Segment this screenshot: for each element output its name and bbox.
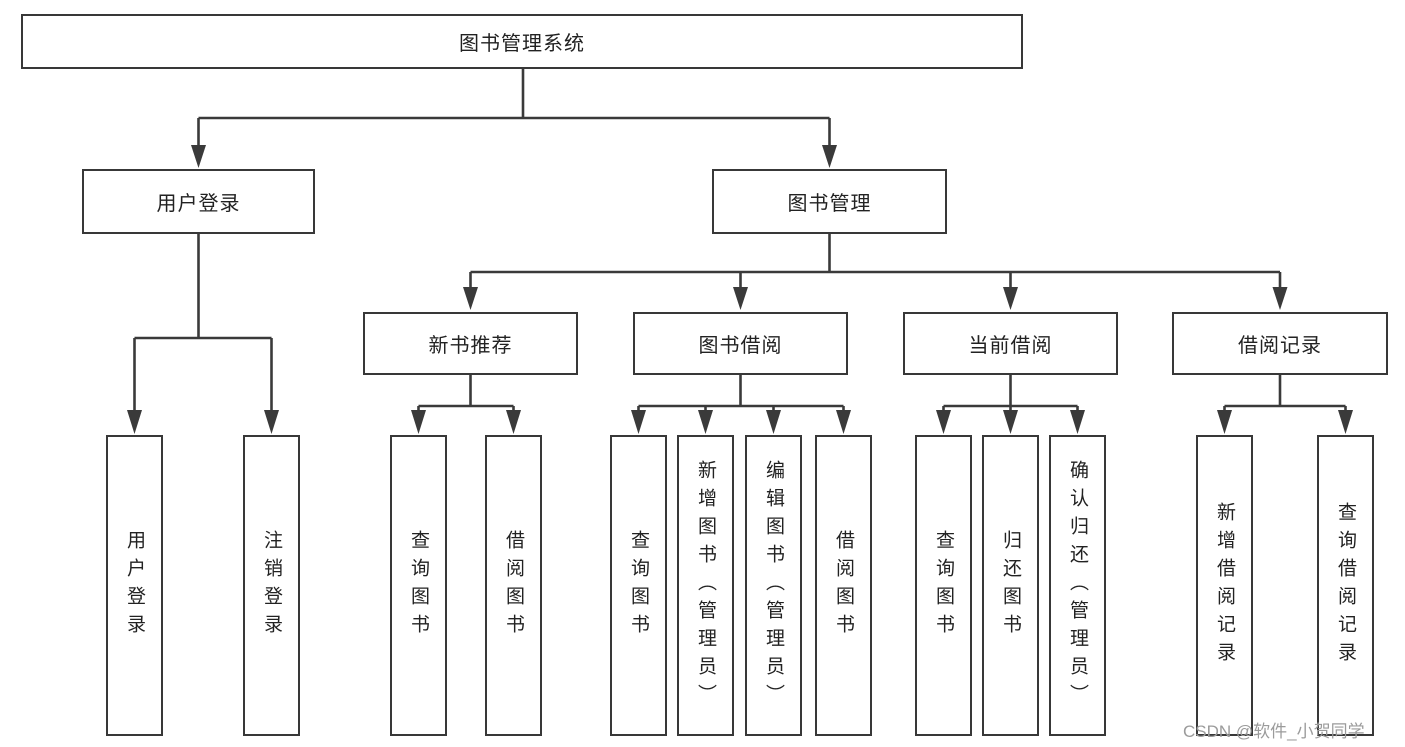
leaf-logout-login: 注销登录 (243, 435, 300, 736)
node-borrow-records: 借阅记录 (1172, 312, 1388, 375)
node-book-borrow: 图书借阅 (633, 312, 848, 375)
connector-user-login (127, 234, 279, 434)
connector-book-management (463, 234, 1288, 310)
node-book-management: 图书管理 (712, 169, 947, 234)
leaf-query-borrow-record: 查询借阅记录 (1317, 435, 1374, 736)
leaf-query-books-borrow: 查询图书 (610, 435, 667, 736)
leaf-confirm-return-admin: 确认归还（管理员） (1049, 435, 1106, 736)
leaf-add-books-admin: 新增图书（管理员） (677, 435, 734, 736)
node-library-management-system: 图书管理系统 (21, 14, 1023, 69)
leaf-edit-books-admin: 编辑图书（管理员） (745, 435, 802, 736)
connector-root (191, 69, 837, 168)
node-user-login: 用户登录 (82, 169, 315, 234)
connector-book-borrow (631, 375, 851, 434)
leaf-user-login: 用户登录 (106, 435, 163, 736)
leaf-borrow-books-recommend: 借阅图书 (485, 435, 542, 736)
leaf-borrow-books: 借阅图书 (815, 435, 872, 736)
csdn-watermark: CSDN @软件_小贺同学 (1183, 722, 1365, 741)
connector-new-book-recommend (411, 375, 521, 434)
leaf-query-books-current: 查询图书 (915, 435, 972, 736)
connector-borrow-records (1217, 375, 1353, 434)
connector-current-borrow (936, 375, 1085, 434)
node-current-borrow: 当前借阅 (903, 312, 1118, 375)
leaf-query-books-recommend: 查询图书 (390, 435, 447, 736)
leaf-return-books: 归还图书 (982, 435, 1039, 736)
leaf-add-borrow-record: 新增借阅记录 (1196, 435, 1253, 736)
node-new-book-recommend: 新书推荐 (363, 312, 578, 375)
